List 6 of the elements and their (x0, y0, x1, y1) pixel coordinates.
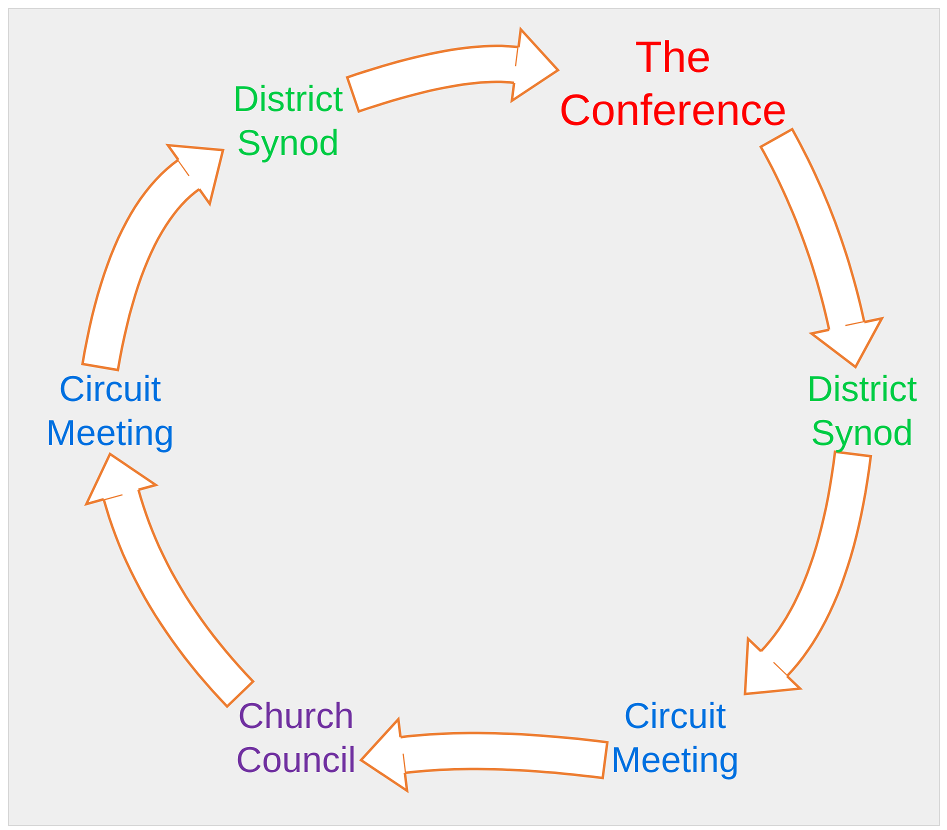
node-label: The Conference (558, 32, 788, 137)
node-label: District Synod (232, 77, 344, 164)
node-label: Church Council (234, 694, 358, 781)
node-label: Circuit Meeting (44, 367, 176, 454)
node-label: Circuit Meeting (610, 694, 740, 781)
node-label: District Synod (806, 367, 918, 454)
